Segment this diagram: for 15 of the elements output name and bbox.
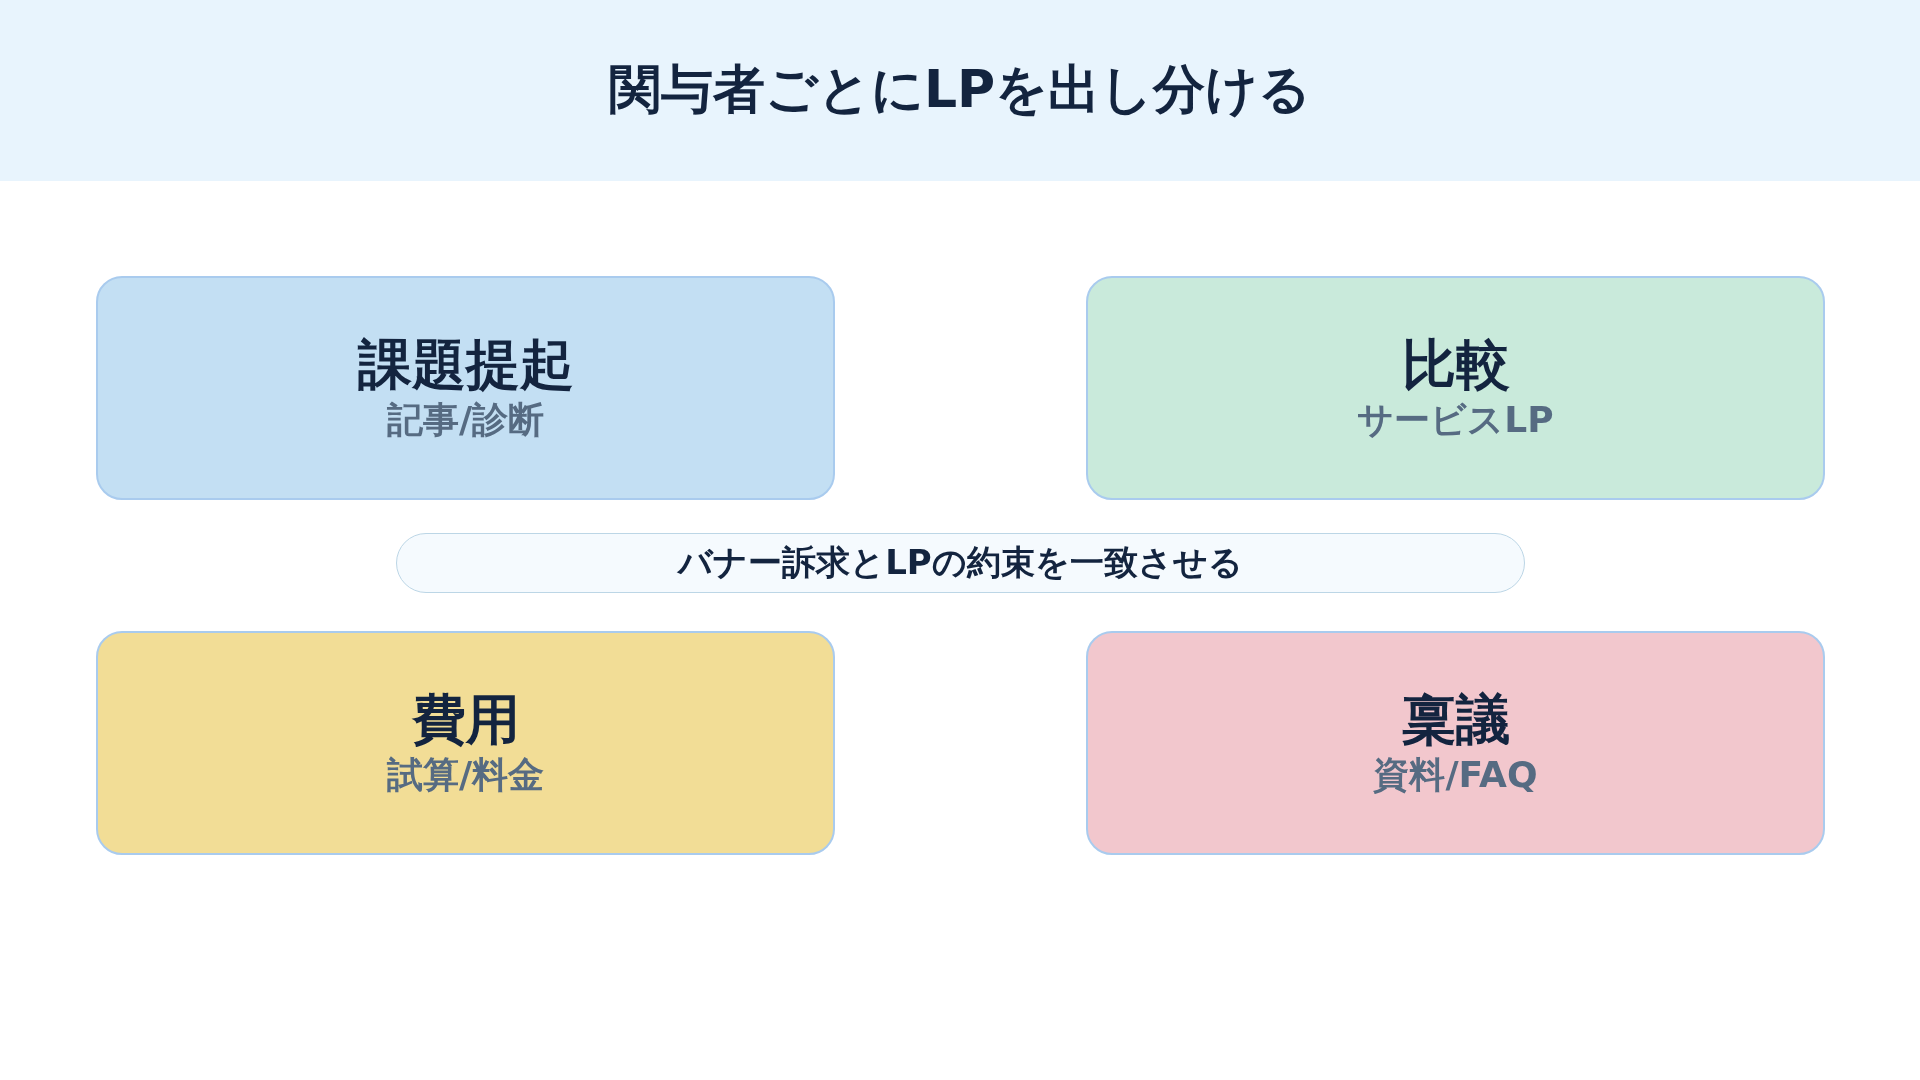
category-card: [96, 276, 835, 500]
card-subtitle: 試算/料金: [386, 753, 545, 797]
card-subtitle: 記事/診断: [386, 398, 545, 442]
card-subtitle: 資料/FAQ: [1373, 753, 1538, 797]
category-card: [1086, 631, 1825, 855]
card-heading: 課題提起: [357, 334, 574, 397]
diagram-title: 関与者ごとにLPを出し分ける: [608, 58, 1312, 121]
banner-text: バナー訴求とLPの約束を一致させる: [678, 541, 1243, 584]
category-card: [96, 631, 835, 855]
card-heading: 比較: [1401, 334, 1510, 397]
card-heading: 稟議: [1401, 689, 1510, 752]
category-card: [1086, 276, 1825, 500]
message-banner: [396, 533, 1525, 593]
card-subtitle: サービスLP: [1357, 398, 1554, 442]
card-heading: 費用: [411, 689, 520, 752]
